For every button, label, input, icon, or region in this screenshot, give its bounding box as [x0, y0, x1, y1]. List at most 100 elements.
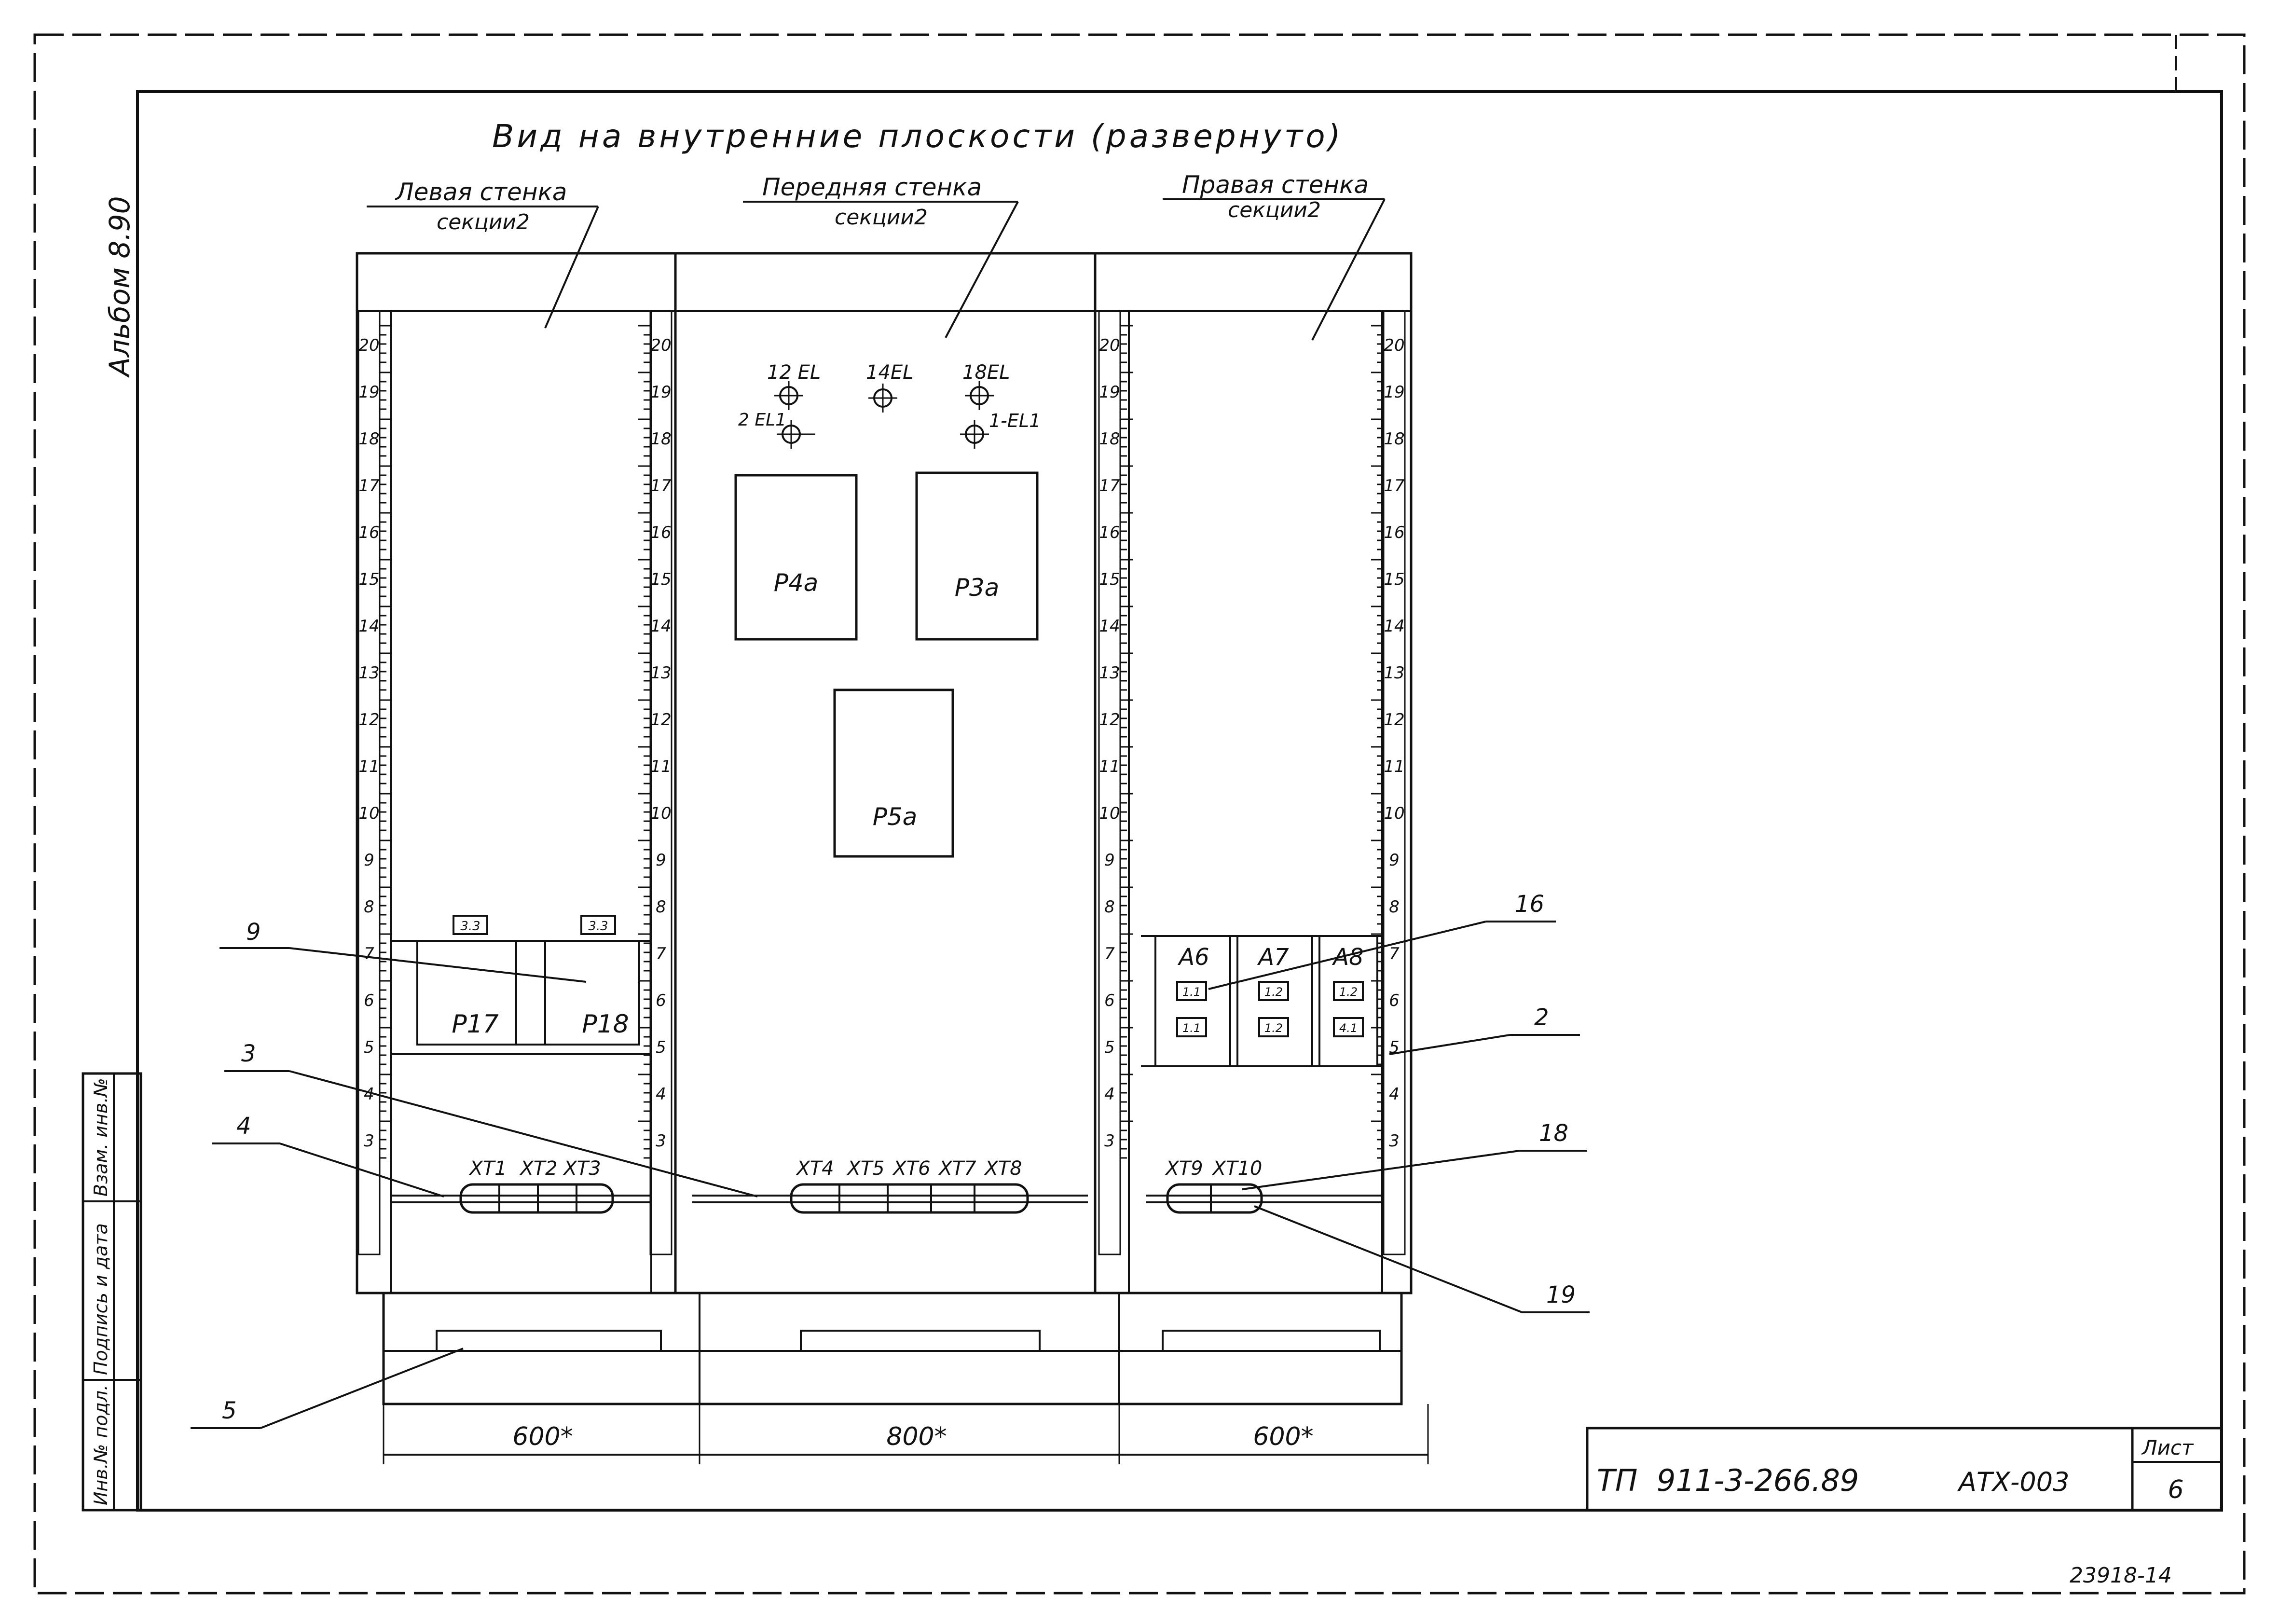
rail-scale-number: 20	[358, 336, 379, 355]
title-block-sheet-number: 6	[2168, 1475, 2183, 1504]
rail-scale-number: 4	[364, 1085, 374, 1104]
rail-scale-number: 14	[358, 617, 379, 636]
rail-scale-number: 7	[656, 944, 666, 963]
svg-text:Передняя стенка: Передняя стенка	[762, 173, 982, 201]
rail-scale-number: 9	[1389, 851, 1400, 870]
rail-scale-number: 8	[1104, 897, 1115, 917]
rail-scale-number: 6	[1104, 991, 1115, 1010]
mounting-rail-scales: 20 19 18 17 16 15 14 13 12 11 10 9 8 7 6 5 4 3 20 19 18 17 16 1…	[357, 310, 1406, 1255]
rail-scale-number: 3	[1104, 1131, 1115, 1151]
rail-scale-number: 14	[650, 617, 671, 636]
svg-text:Левая стенка: Левая стенка	[395, 178, 567, 206]
callout-5: 5	[191, 1348, 464, 1429]
rail-scale-number: 19	[1384, 383, 1404, 402]
rail-scale-number: 17	[650, 476, 672, 495]
rail-scale-number: 3	[1389, 1131, 1400, 1151]
rail-scale-number: 7	[1104, 944, 1115, 963]
svg-text:4: 4	[236, 1113, 251, 1140]
lamp-18el-label: 18EL	[962, 361, 1010, 384]
rail-scale-number: 11	[650, 757, 671, 776]
lamp-14el-icon	[868, 384, 897, 413]
rail-scale-number: 16	[650, 523, 671, 542]
relay-tag-p18	[580, 915, 616, 935]
title-block-doc: АТХ-003	[1957, 1467, 2069, 1497]
terminal-xt9: ХТ9	[1165, 1157, 1203, 1180]
rail-scale-number: 15	[1099, 570, 1120, 589]
rail-scale-number: 7	[364, 944, 374, 963]
album-label: Альбом 8.90	[103, 196, 136, 378]
rail-scale-number: 10	[650, 804, 671, 823]
terminal-xt6: ХТ6	[892, 1157, 930, 1180]
relay-tag-p18-text: 3.3	[588, 919, 608, 934]
title-block-sheet-label: Лист	[2141, 1436, 2194, 1459]
rail-scale-number: 14	[1099, 617, 1120, 636]
rail-scale-number: 11	[358, 757, 379, 776]
svg-text:18: 18	[1539, 1120, 1568, 1147]
rail-scale-number: 13	[358, 663, 379, 683]
dim-front-width: 800*	[886, 1422, 947, 1451]
dim-right-width: 600*	[1253, 1422, 1313, 1451]
rail-scale-number: 12	[358, 710, 379, 729]
relay-tag-p17-text: 3.3	[460, 919, 480, 934]
terminal-block-front: ХТ4 ХТ5 ХТ6 ХТ7 ХТ8	[790, 1157, 1029, 1214]
rail-scale-number: 10	[358, 804, 379, 823]
rail-scale-number: 19	[358, 383, 379, 402]
rail-scale-number: 8	[656, 897, 666, 917]
rail-scale-number: 18	[650, 429, 671, 449]
rail-scale-number: 18	[1384, 429, 1404, 449]
callout-2: 2	[1389, 1004, 1580, 1055]
rail-scale-number: 20	[1099, 336, 1120, 355]
rail-scale-number: 5	[656, 1038, 666, 1057]
right-wall-devices: А6 А7 А8 1.1 1.2 1.2 1.1 1.2 4.1	[1154, 935, 1378, 1067]
lamp-1el1-label: 1-EL1	[989, 410, 1041, 431]
rail-scale-number: 16	[1099, 523, 1120, 542]
svg-text:1.2: 1.2	[1339, 985, 1358, 999]
archive-number: 23918-14	[2070, 1563, 2172, 1588]
rail-scale-number: 18	[358, 429, 379, 449]
left-wall-relays: 3.3 3.3 Р17 Р18	[416, 915, 640, 1046]
device-a7: А7	[1257, 944, 1289, 971]
lamp-2el1-label: 2 EL1	[738, 410, 786, 430]
svg-text:секции2: секции2	[437, 210, 530, 234]
rail-scale-number: 9	[364, 851, 374, 870]
rail-scale-number: 5	[364, 1038, 374, 1057]
rail-scale-number: 5	[1104, 1038, 1115, 1057]
svg-text:1.2: 1.2	[1264, 985, 1283, 999]
relay-p17: Р17	[452, 1010, 499, 1039]
stamp-inv-number: Инв.№ подл.	[90, 1385, 111, 1505]
terminal-rail	[391, 1195, 1382, 1203]
rail-scale-number: 8	[364, 897, 374, 917]
lamp-12el-icon	[774, 381, 803, 410]
svg-text:1.1: 1.1	[1182, 985, 1201, 999]
rail-scale-number: 4	[1104, 1085, 1115, 1104]
relay-p4a: Р4а	[774, 569, 819, 597]
rail-scale-number: 12	[1099, 710, 1120, 729]
rail-scale-number: 16	[358, 523, 379, 542]
rail-scale-number: 17	[1099, 476, 1120, 495]
callout-16: 16	[1208, 891, 1556, 990]
relay-p18: Р18	[582, 1010, 629, 1039]
terminal-xt3: ХТ3	[563, 1157, 601, 1180]
rail-scale-number: 13	[650, 663, 671, 683]
terminal-xt4: ХТ4	[796, 1157, 834, 1180]
lamp-1el1-icon	[960, 420, 989, 449]
rail-scale-number: 11	[1099, 757, 1120, 776]
svg-text:2: 2	[1534, 1004, 1549, 1031]
rail-scale-number: 4	[1389, 1085, 1400, 1104]
rail-scale-number: 10	[1384, 804, 1404, 823]
rail-scale-number: 12	[1384, 710, 1404, 729]
lamp-12el-label: 12 EL	[767, 361, 821, 384]
rail-scale-number: 13	[1099, 663, 1120, 683]
title-block-code: ТП 911-3-266.89	[1597, 1463, 1859, 1498]
terminal-xt2: ХТ2	[519, 1157, 557, 1180]
stamp-replaced-inv: Взам. инв.№	[90, 1078, 111, 1197]
rail-scale-number: 3	[656, 1131, 666, 1151]
right-wall-label: Правая стенка секции2	[1163, 171, 1386, 341]
rail-scale-number: 17	[358, 476, 380, 495]
rail-scale-number: 12	[650, 710, 671, 729]
rail-scale-number: 16	[1384, 523, 1404, 542]
